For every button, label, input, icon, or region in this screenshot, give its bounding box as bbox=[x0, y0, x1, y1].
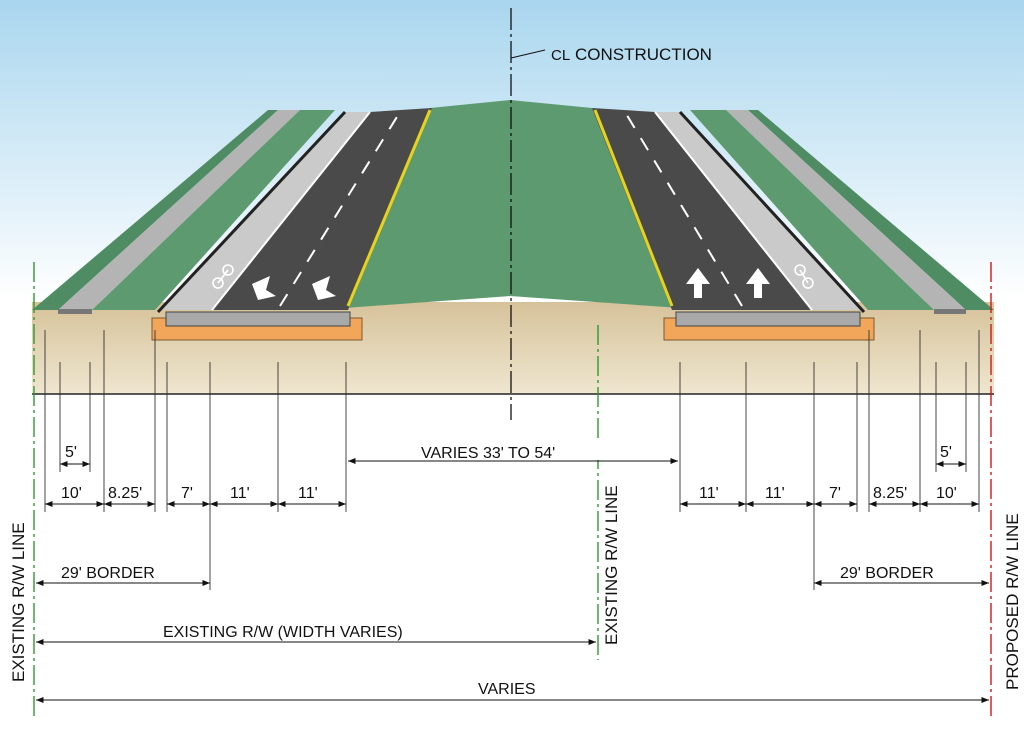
right-lane-dashes bbox=[624, 111, 743, 307]
left-lane-inner-label: 11' bbox=[298, 485, 318, 502]
right-border10-label: 10' bbox=[936, 485, 957, 502]
bicycle-icon bbox=[794, 264, 814, 289]
right-lane-outer-label: 11' bbox=[765, 485, 785, 502]
right-bike-label: 7' bbox=[829, 485, 841, 502]
left-sidewalk bbox=[58, 110, 300, 310]
arrow-down-icon bbox=[252, 276, 276, 300]
right-travel-lanes bbox=[592, 108, 812, 310]
median bbox=[345, 100, 680, 308]
left-curb-line bbox=[156, 110, 347, 314]
right-curb-line bbox=[678, 110, 866, 314]
bicycle-icon bbox=[212, 264, 234, 289]
middle-rw-label: EXISTING R/W LINE bbox=[602, 485, 621, 645]
arrow-up-icon bbox=[686, 268, 710, 298]
left-lane-outer-label: 11' bbox=[230, 485, 250, 502]
centerline-symbol: CL bbox=[551, 47, 570, 64]
right-sidewalk bbox=[726, 110, 966, 310]
right-sidewalk-slab bbox=[934, 309, 966, 314]
right-buffer-grass bbox=[690, 110, 934, 310]
extension-lines bbox=[44, 330, 980, 590]
arrow-down-icon bbox=[312, 276, 336, 300]
centerline-leader bbox=[510, 49, 546, 59]
right-sidewalk-dim-label: 5' bbox=[940, 444, 952, 461]
left-lane-dashes bbox=[279, 111, 401, 307]
left-bike-label: 7' bbox=[181, 485, 193, 502]
right-lane-inner-label: 11' bbox=[699, 485, 719, 502]
left-bike-line bbox=[211, 111, 371, 311]
varies-median-label: VARIES 33' TO 54' bbox=[421, 445, 555, 462]
left-outer-grass bbox=[32, 110, 278, 310]
left-pavement-slab bbox=[165, 311, 351, 327]
right-border-total-label: 29' BORDER bbox=[840, 565, 934, 582]
left-rw-label: EXISTING R/W LINE bbox=[9, 522, 28, 682]
right-bike-line bbox=[654, 111, 813, 311]
left-border10-label: 10' bbox=[61, 485, 82, 502]
left-sidewalk-slab bbox=[58, 309, 92, 314]
right-pavement-slab bbox=[675, 311, 861, 327]
left-edge-stripe bbox=[346, 109, 432, 307]
overall-label: VARIES bbox=[478, 681, 536, 698]
existing-rw-label: EXISTING R/W (WIDTH VARIES) bbox=[163, 624, 403, 641]
left-sidewalk-dim-label: 5' bbox=[65, 444, 77, 461]
left-buffer-grass bbox=[92, 110, 335, 310]
left-bike-lane bbox=[160, 112, 370, 310]
right-buffer-label: 8.25' bbox=[873, 485, 907, 502]
centerline-label: CONSTRUCTION bbox=[575, 45, 712, 64]
right-rw-label: PROPOSED R/W LINE bbox=[1003, 513, 1022, 690]
left-buffer-label: 8.25' bbox=[108, 485, 142, 502]
right-bike-lane bbox=[655, 112, 862, 310]
left-border-total-label: 29' BORDER bbox=[61, 565, 155, 582]
right-edge-stripe bbox=[593, 109, 674, 307]
right-outer-grass bbox=[748, 110, 994, 310]
left-travel-lanes bbox=[212, 108, 432, 310]
arrow-up-icon bbox=[746, 268, 770, 298]
